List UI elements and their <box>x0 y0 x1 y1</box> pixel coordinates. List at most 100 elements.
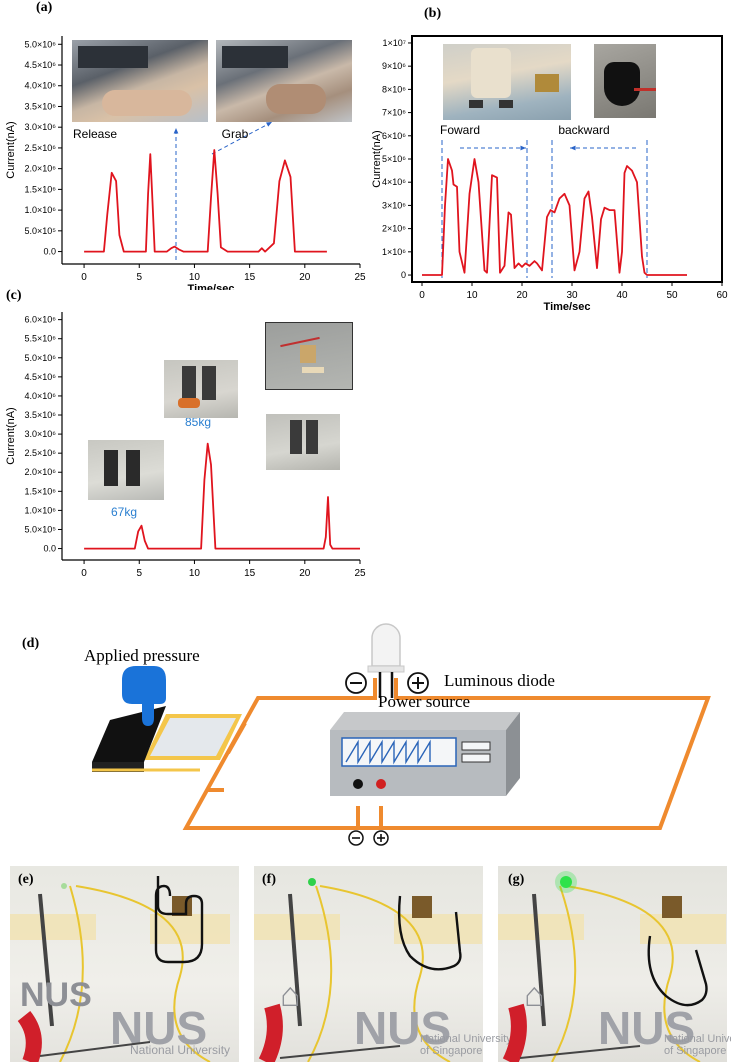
power-source-label: Power source <box>378 692 471 711</box>
led-minus-icon <box>345 672 367 694</box>
y-tick-label: 3.5×10⁶ <box>25 410 57 420</box>
y-tick-label: 5.0×10⁶ <box>25 39 57 49</box>
x-tick-label: 0 <box>419 290 425 301</box>
y-tick-label: 8×10⁶ <box>382 84 406 94</box>
x-tick-label: 15 <box>244 272 256 283</box>
panel-label-d: (d) <box>22 636 40 651</box>
hand-outline-e <box>154 876 204 964</box>
x-tick-label: 0 <box>81 568 87 576</box>
nus-sub-e: National University <box>130 1043 230 1057</box>
annotation-label: Release <box>73 127 117 141</box>
arrow-head <box>266 122 272 127</box>
nus-logo-e: NUS <box>20 976 92 1014</box>
y-tick-label: 6×10⁶ <box>382 131 406 141</box>
plus-terminal <box>376 779 386 789</box>
panel-label-a: (a) <box>36 0 53 15</box>
y-tick-label: 2.5×10⁶ <box>25 448 57 458</box>
y-tick-label: 1.5×10⁶ <box>25 486 57 496</box>
y-tick-label: 2.0×10⁶ <box>25 164 57 174</box>
annotation-arrow <box>211 121 273 155</box>
nus-sub-f2: of Singapore <box>420 1045 482 1057</box>
applied-pressure-label: Applied pressure <box>84 646 200 665</box>
y-tick-label: 5×10⁶ <box>382 154 406 164</box>
x-tick-label: 60 <box>716 290 728 301</box>
y-tick-label: 1.0×10⁶ <box>25 505 57 515</box>
y-tick-label: 3×10⁶ <box>382 200 406 210</box>
x-tick-label: 15 <box>244 568 256 576</box>
y-tick-label: 5.0×10⁵ <box>24 524 56 534</box>
svg-text:⌂: ⌂ <box>280 976 301 1014</box>
hand-outline-g <box>647 935 708 1007</box>
series-line <box>422 158 687 276</box>
y-tick-label: 6.0×10⁶ <box>25 315 57 325</box>
x-tick-label: 20 <box>299 568 311 576</box>
nus-sub-f1: National University <box>420 1033 512 1045</box>
y-tick-label: 5.5×10⁶ <box>25 334 57 344</box>
y-tick-label: 4.5×10⁶ <box>25 372 57 382</box>
y-tick-label: 4.0×10⁶ <box>25 81 57 91</box>
led-e-icon <box>61 883 67 889</box>
y-axis-label: Current(nA) <box>5 407 17 464</box>
photo-f-scene: ⌂ NUS National University of Singapore <box>254 878 512 1062</box>
nus-logo-g: NUS <box>598 1002 695 1054</box>
y-tick-label: 5.0×10⁵ <box>24 226 56 236</box>
led-plus-icon <box>407 672 429 694</box>
y-tick-label: 2.0×10⁶ <box>25 467 57 477</box>
x-tick-label: 20 <box>299 272 311 283</box>
y-tick-label: 4.0×10⁶ <box>25 391 57 401</box>
y-axis-label: Current(nA) <box>5 121 17 178</box>
svg-text:⌂: ⌂ <box>524 976 545 1014</box>
photos-overlay: NUS NUS National University ⌂ NUS Nation… <box>10 871 731 1062</box>
photo-e-scene: NUS NUS National University <box>10 876 230 1062</box>
y-tick-label: 1×10⁷ <box>382 38 406 48</box>
led-icon <box>367 623 405 698</box>
source-minus-icon <box>348 830 364 846</box>
y-tick-label: 7×10⁶ <box>382 108 406 118</box>
photo-release <box>72 40 208 122</box>
pressing-hand-icon <box>122 666 166 726</box>
series-line <box>84 149 327 253</box>
source-plus-icon <box>373 830 389 846</box>
photo-67kg <box>88 440 164 500</box>
y-tick-label: 5.0×10⁶ <box>25 353 57 363</box>
y-tick-label: 1.5×10⁶ <box>25 184 57 194</box>
x-tick-label: 30 <box>566 290 578 301</box>
y-tick-label: 1.0×10⁶ <box>25 205 57 215</box>
panel-label-c: (c) <box>6 288 22 303</box>
y-tick-label: 4.5×10⁶ <box>25 60 57 70</box>
minus-terminal <box>353 779 363 789</box>
panel-label-g: (g) <box>508 872 525 887</box>
x-axis-label: Time/sec <box>188 283 235 290</box>
panel-label-e: (e) <box>18 872 34 887</box>
x-tick-label: 10 <box>189 272 201 283</box>
y-tick-label: 2×10⁶ <box>382 224 406 234</box>
y-tick-label: 4×10⁶ <box>382 177 406 187</box>
x-tick-label: 25 <box>354 272 366 283</box>
x-axis-label: Time/sec <box>544 301 591 310</box>
photo-70kg <box>266 414 340 470</box>
y-tick-label: 3.0×10⁶ <box>25 429 57 439</box>
x-tick-label: 20 <box>516 290 528 301</box>
panel-label-f: (f) <box>262 872 276 887</box>
arrow-head <box>520 145 526 151</box>
annotation-label: Grab <box>222 127 249 141</box>
y-tick-label: 3.5×10⁶ <box>25 101 57 111</box>
nus-sub-g1: National University <box>664 1033 731 1045</box>
y-tick-label: 0 <box>401 270 406 280</box>
annotation-label: 85kg <box>185 415 211 429</box>
wire-loop <box>182 678 711 830</box>
x-tick-label: 0 <box>81 272 87 283</box>
wire-to-sensor-top <box>226 722 247 754</box>
x-tick-label: 10 <box>466 290 478 301</box>
nus-logo-f: NUS <box>354 1002 451 1054</box>
y-tick-label: 1×10⁶ <box>382 247 406 257</box>
annotation-label: 67kg <box>111 505 137 519</box>
sensor-strip <box>92 706 242 772</box>
annotation-label: backward <box>558 123 609 137</box>
y-tick-label: 9×10⁶ <box>382 61 406 71</box>
photo-grab <box>216 40 352 122</box>
led-f-icon <box>308 878 316 886</box>
